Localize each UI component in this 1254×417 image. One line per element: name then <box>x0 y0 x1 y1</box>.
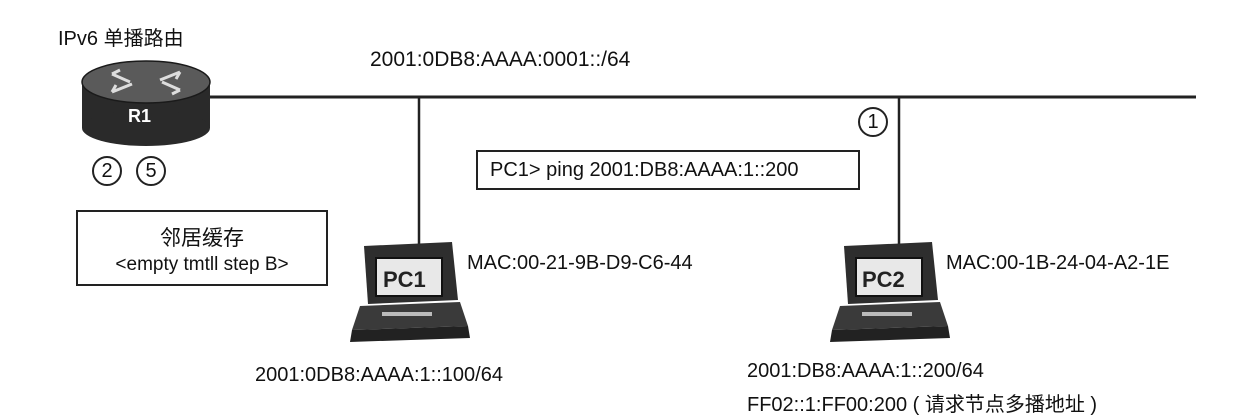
pc2-computer-icon <box>830 242 950 342</box>
ping-command-box: PC1> ping 2001:DB8:AAAA:1::200 <box>476 150 860 190</box>
router-label: R1 <box>128 106 152 126</box>
pc1-label: PC1 <box>383 267 426 292</box>
neighbor-cache-box: 邻居缓存 <empty tmtll step B> <box>76 210 328 286</box>
network-prefix-label: 2001:0DB8:AAAA:0001::/64 <box>370 48 631 71</box>
step-5-marker: 5 <box>136 156 166 186</box>
pc2-label: PC2 <box>862 267 905 292</box>
pc1-mac-address: MAC:00-21-9B-D9-C6-44 <box>467 252 693 274</box>
pc2-solicited-node-multicast: FF02::1:FF00:200 ( 请求节点多播地址 ) <box>747 394 1098 416</box>
router-title: IPv6 单播路由 <box>58 28 184 50</box>
pc2-ipv6-address: 2001:DB8:AAAA:1::200/64 <box>747 360 984 382</box>
pc1-computer-icon <box>350 242 470 342</box>
step-2-marker: 2 <box>92 156 122 186</box>
pc1-ipv6-address: 2001:0DB8:AAAA:1::100/64 <box>255 364 503 386</box>
router-icon <box>81 60 211 146</box>
step-1-marker: 1 <box>858 107 888 137</box>
neighbor-cache-title: 邻居缓存 <box>160 227 244 250</box>
pc2-mac-address: MAC:00-1B-24-04-A2-1E <box>946 252 1170 274</box>
neighbor-cache-content: <empty tmtll step B> <box>115 254 289 275</box>
